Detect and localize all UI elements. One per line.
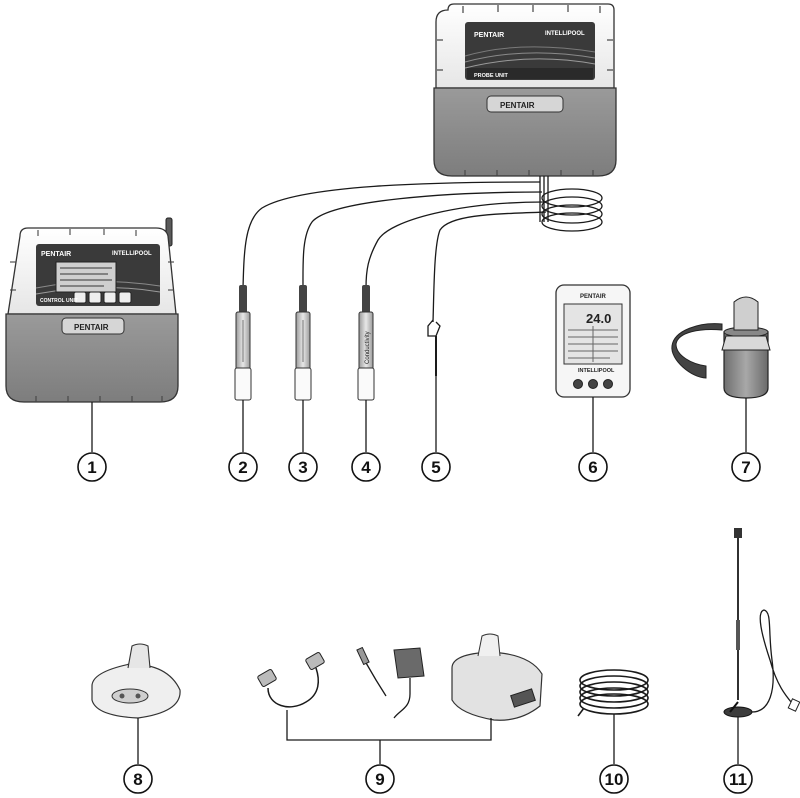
callout-6: 6 <box>578 452 608 482</box>
probe-brand-text: PENTAIR <box>474 32 504 39</box>
svg-text:4: 4 <box>361 458 371 477</box>
callout-11: 11 <box>723 764 753 794</box>
antenna-base <box>451 633 543 721</box>
coiled-cable <box>539 176 603 232</box>
wireless-receiver-clip <box>671 296 771 399</box>
svg-text:2: 2 <box>238 458 247 477</box>
probe-cables <box>242 181 547 323</box>
callout-2: 2 <box>228 452 258 482</box>
callout-10: 10 <box>599 764 629 794</box>
network-cable <box>257 652 325 708</box>
control-unit: PENTAIR INTELLIPOOL CONTROL UNIT PENTAIR <box>5 217 179 403</box>
control-brand-text: PENTAIR <box>41 251 71 258</box>
callout-7: 7 <box>731 452 761 482</box>
whip-antenna <box>723 528 800 718</box>
remote-display: PENTAIR 24.0 INTELLIPOOL <box>555 284 631 398</box>
callout-1: 1 <box>77 452 107 482</box>
probe-conductivity: Conductivity <box>357 285 375 401</box>
probe-orp <box>294 285 312 401</box>
svg-text:11: 11 <box>729 770 747 789</box>
control-unit-text: CONTROL UNIT <box>40 298 78 304</box>
control-front-logo: PENTAIR <box>74 323 109 332</box>
probe-product-text: INTELLIPOOL <box>545 31 585 37</box>
mounting-base <box>91 643 181 719</box>
power-adapter <box>356 646 425 719</box>
probe-unit: PENTAIR INTELLIPOOL PROBE UNIT PENTAIR <box>433 3 617 177</box>
temperature-sensor <box>427 319 441 376</box>
callout-5: 5 <box>421 452 451 482</box>
svg-text:3: 3 <box>298 458 307 477</box>
svg-text:6: 6 <box>588 458 597 477</box>
control-product-text: INTELLIPOOL <box>112 251 152 257</box>
svg-text:5: 5 <box>431 458 440 477</box>
svg-text:9: 9 <box>375 770 384 789</box>
cable-coil <box>577 669 649 717</box>
svg-text:7: 7 <box>741 458 750 477</box>
callout-3: 3 <box>288 452 318 482</box>
probe-front-logo: PENTAIR <box>500 101 535 110</box>
callout-leaders <box>91 376 747 764</box>
svg-text:8: 8 <box>133 770 142 789</box>
svg-text:1: 1 <box>87 458 96 477</box>
probe-ph <box>234 285 252 401</box>
probe-unit-text: PROBE UNIT <box>474 73 509 79</box>
kit-bracket <box>286 710 492 764</box>
conductivity-label: Conductivity <box>365 331 371 364</box>
remote-product-text: INTELLIPOOL <box>578 368 615 374</box>
svg-text:10: 10 <box>605 770 624 789</box>
callout-9: 9 <box>365 764 395 794</box>
callout-8: 8 <box>123 764 153 794</box>
remote-reading: 24.0 <box>586 311 611 326</box>
callout-4: 4 <box>351 452 381 482</box>
remote-brand-text: PENTAIR <box>580 294 607 300</box>
